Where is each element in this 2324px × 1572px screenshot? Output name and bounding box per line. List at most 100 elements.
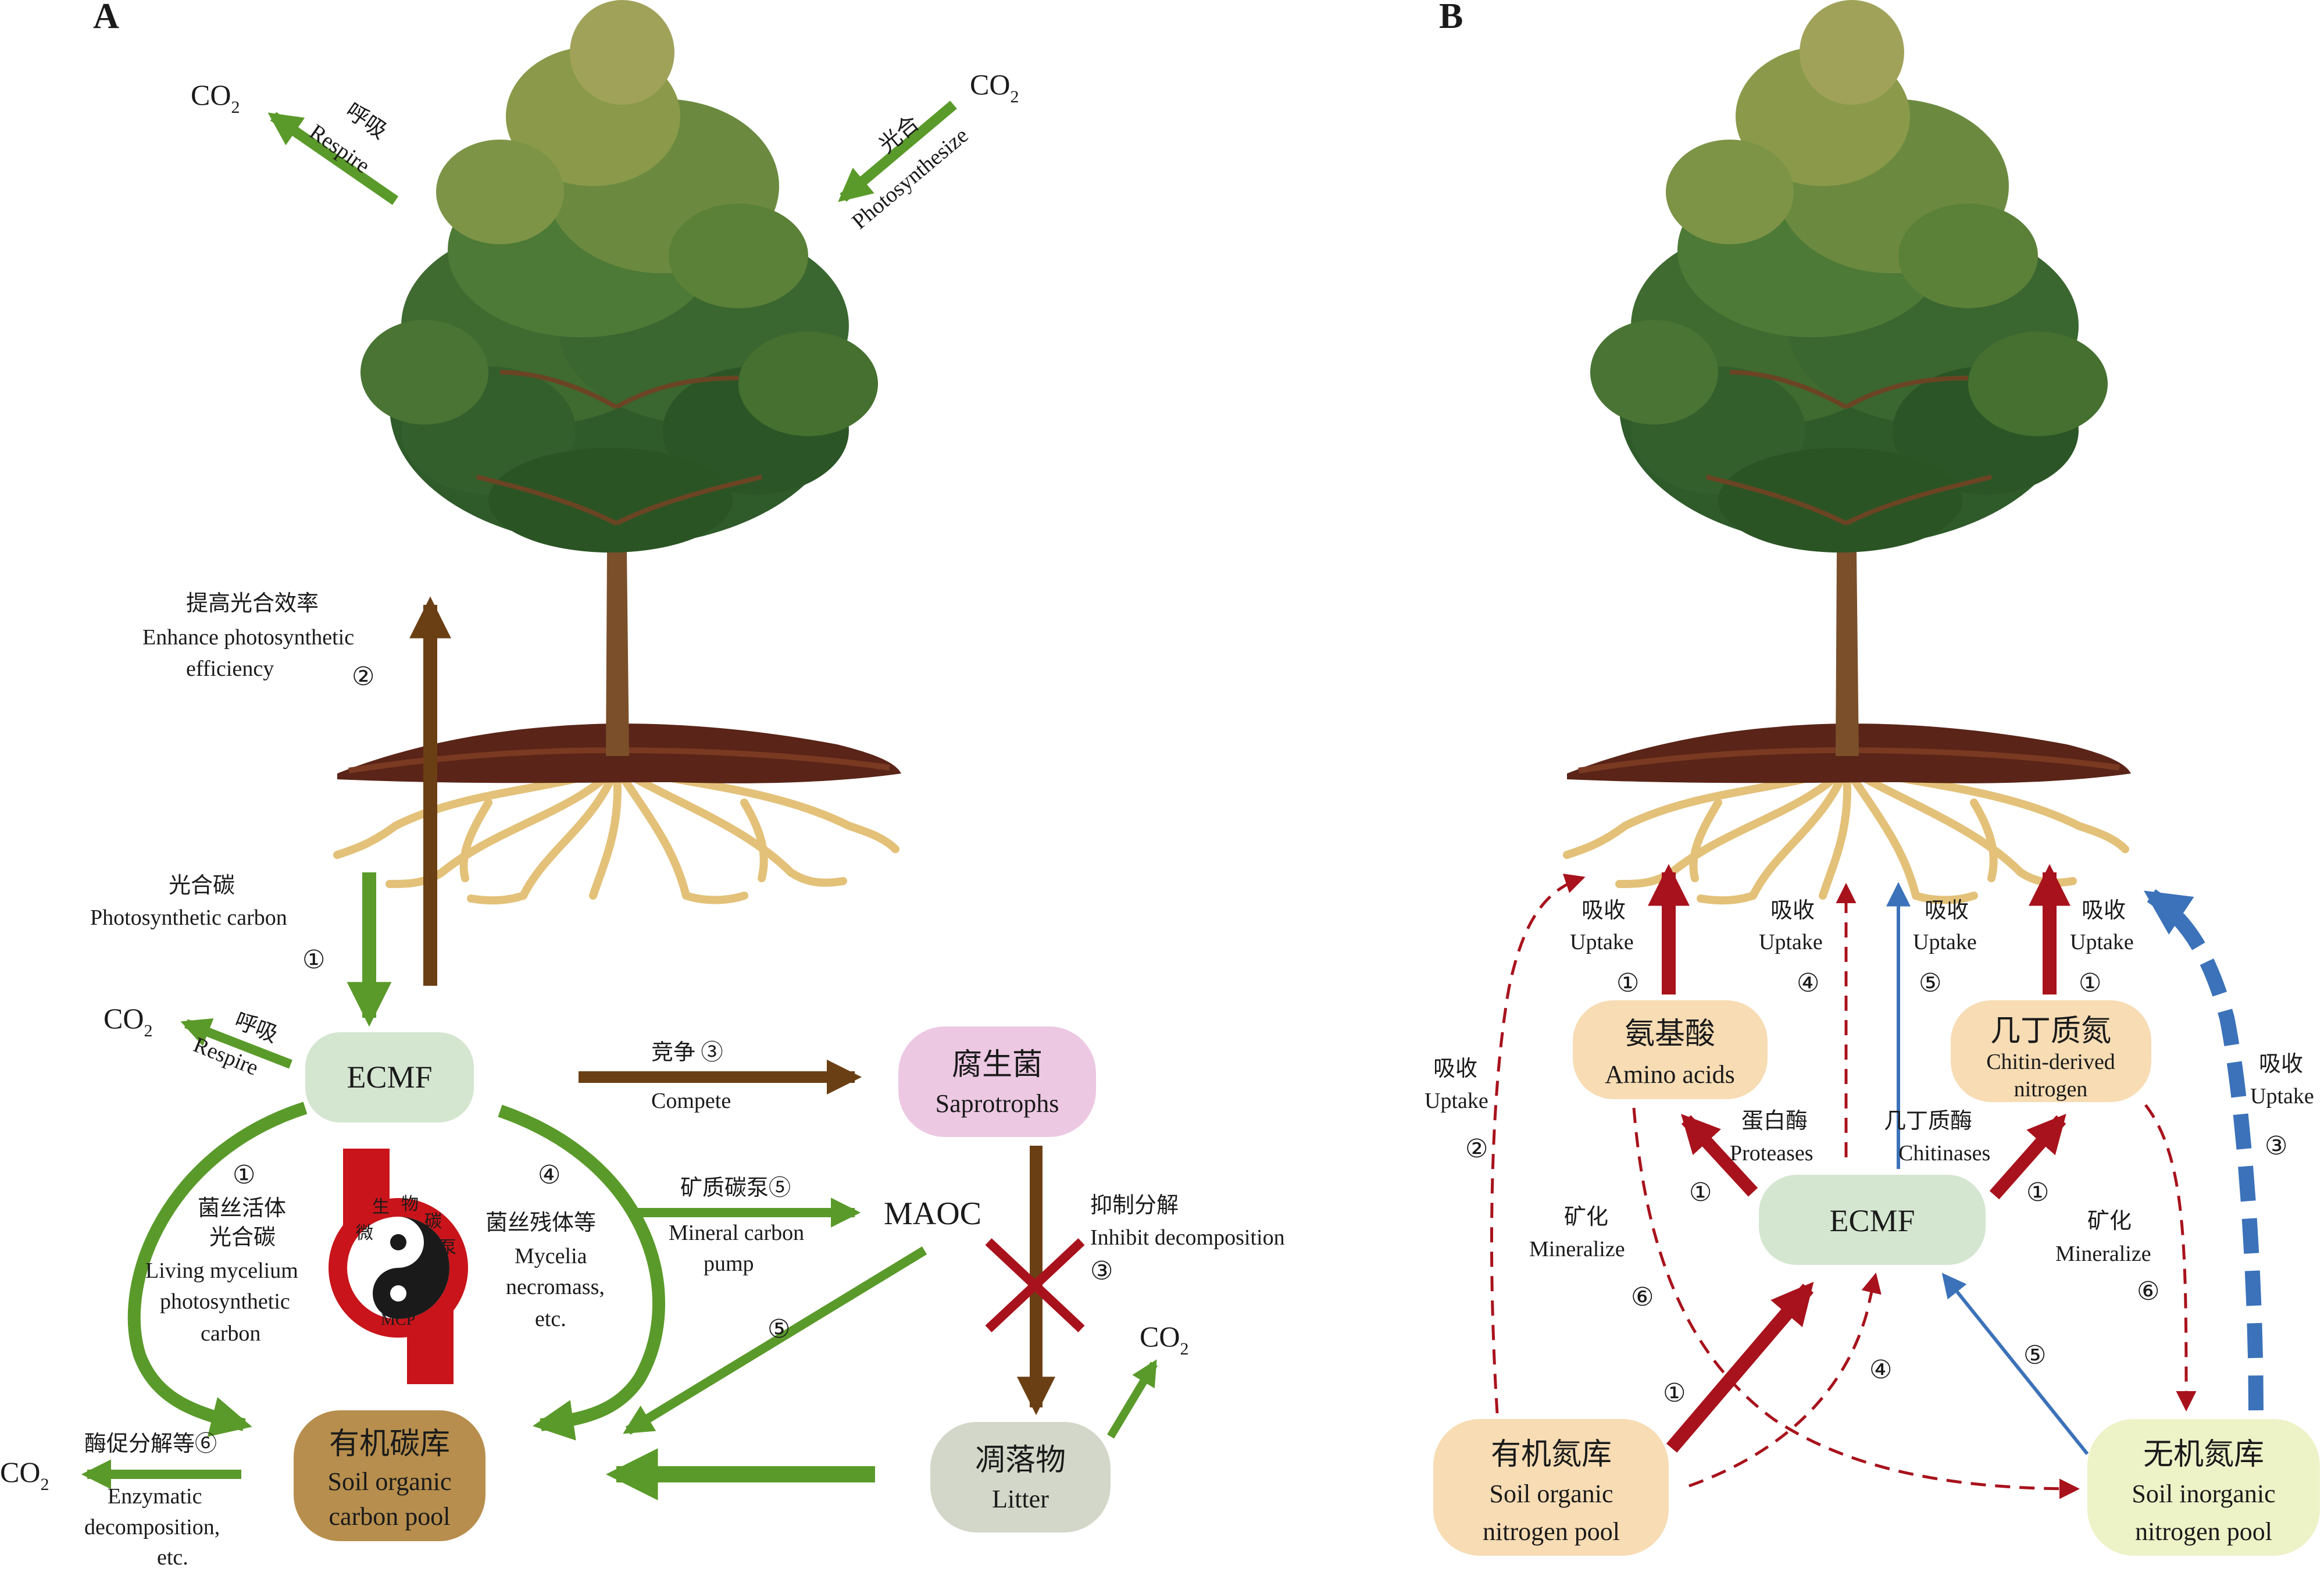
proteases-num: ① — [1689, 1178, 1712, 1207]
organic-n-en-2: nitrogen pool — [1483, 1517, 1620, 1546]
ecmf-label-a: ECMF — [347, 1060, 432, 1095]
co2-enzymatic: CO2 — [0, 1456, 49, 1494]
uptake-num-5: ⑤ — [1919, 969, 1941, 997]
carbon-pool-en-2: carbon pool — [329, 1502, 451, 1531]
chitin-box — [1951, 1000, 2151, 1102]
necromass-number: ④ — [538, 1161, 561, 1189]
living-number: ① — [233, 1161, 255, 1189]
inhibit-en: Inhibit decomposition — [1090, 1225, 1285, 1250]
inorganic-n-cn: 无机氮库 — [2143, 1438, 2264, 1471]
living-mycelium-arrow — [127, 1102, 308, 1437]
inorganic-to-ecmf-num: ⑤ — [2023, 1341, 2046, 1370]
uptake-num-1b: ① — [2079, 969, 2101, 997]
mineralize-cn-right: 矿化 — [2087, 1209, 2132, 1234]
svg-text:呼吸: 呼吸 — [341, 99, 391, 144]
saprotrophs-box — [898, 1026, 1096, 1137]
mcp-symbol: 微 生 物 碳 泵 MCP — [329, 1149, 468, 1384]
compete-cn: 竞争 ③ — [651, 1040, 723, 1065]
co2-litter: CO2 — [1140, 1320, 1188, 1359]
living-cn-1: 菌丝活体 — [198, 1196, 286, 1221]
mineralize-cn-left: 矿化 — [1564, 1205, 1608, 1229]
maoc-number: ⑤ — [767, 1315, 790, 1343]
mineralize-num-right: ⑥ — [2137, 1277, 2159, 1306]
compete-en: Compete — [651, 1089, 731, 1113]
organic-to-ecmf-arrow — [1666, 1282, 1814, 1453]
uptake-en-4: Uptake — [1759, 930, 1823, 954]
uptake-num-4: ④ — [1797, 969, 1819, 997]
mineralize-en-right: Mineralize — [2055, 1242, 2151, 1266]
mcp-char-5: 泵 — [439, 1238, 456, 1257]
saprotrophs-cn: 腐生菌 — [952, 1049, 1043, 1082]
tree-illustration-b — [1567, 0, 2131, 900]
mcp-char-2: 生 — [372, 1197, 390, 1217]
panel-b-label: B — [1439, 0, 1463, 36]
mineralize-chitin-dashed — [2144, 1104, 2197, 1411]
enhance-number: ② — [352, 662, 374, 691]
co2-photosynthesize: CO2 — [970, 68, 1019, 106]
inhibit-cross — [985, 1238, 1085, 1332]
inorganic-n-en-2: nitrogen pool — [2135, 1517, 2272, 1546]
carbon-pool-cn: 有机碳库 — [329, 1428, 450, 1461]
panel-b: B 氨基酸 Amino acids 几丁质氮 Chitin-derived ni… — [1425, 0, 2320, 1556]
respire-arrow-ecmf — [180, 1018, 292, 1069]
uptake-num-1: ① — [1616, 969, 1639, 997]
inhibit-number: ③ — [1090, 1257, 1113, 1285]
uptake-en-2: Uptake — [1425, 1089, 1488, 1113]
enhance-label-cn: 提高光合效率 — [186, 591, 319, 616]
organic-n-cn: 有机氮库 — [1491, 1438, 1612, 1471]
enzymatic-en-2: decomposition, — [84, 1515, 220, 1539]
ecmf-box-b — [1759, 1175, 1986, 1265]
uptake-inorganic-dashed — [2144, 889, 2264, 1411]
maoc-arrow — [623, 1246, 927, 1435]
living-en-3: carbon — [201, 1321, 260, 1346]
uptake-en-1b: Uptake — [2070, 930, 2134, 954]
necromass-en-1: Mycelia — [515, 1244, 587, 1268]
chitinases-cn: 几丁质酶 — [1884, 1109, 1972, 1133]
co2-respire-top: CO2 — [191, 79, 240, 117]
uptake-cn-2: 吸收 — [1433, 1057, 1477, 1081]
inorganic-n-en-1: Soil inorganic — [2132, 1480, 2275, 1508]
tree-illustration-a — [337, 0, 901, 900]
living-cn-2: 光合碳 — [209, 1225, 276, 1250]
photo-carbon-en: Photosynthetic carbon — [90, 906, 287, 930]
respire-label-top: 呼吸 Respire — [305, 99, 391, 179]
mineral-pump-en-1: Mineral carbon — [669, 1221, 804, 1245]
saprotrophs-en: Saprotrophs — [936, 1089, 1059, 1118]
chitinases-en: Chitinases — [1898, 1141, 1990, 1165]
mineralize-num-left: ⑥ — [1631, 1283, 1654, 1311]
respire-arrow-top — [267, 112, 399, 205]
litter-en: Litter — [992, 1485, 1049, 1513]
organic-to-ecmf-num: ① — [1663, 1379, 1686, 1407]
mineral-pump-cn: 矿质碳泵⑤ — [680, 1176, 791, 1200]
uptake-organic-dashed — [1490, 874, 1586, 1414]
uptake-en-1: Uptake — [1570, 930, 1634, 954]
proteases-en: Proteases — [1730, 1141, 1813, 1165]
amino-en: Amino acids — [1605, 1060, 1735, 1089]
litter-co2-arrow — [1106, 1359, 1158, 1439]
inorganic-n-pool-box — [2087, 1419, 2320, 1556]
ecmf-label-b: ECMF — [1829, 1203, 1915, 1238]
chitin-cn: 几丁质氮 — [1990, 1015, 2111, 1048]
enzymatic-en-3: etc. — [157, 1545, 188, 1570]
necromass-cn: 菌丝残体等 — [485, 1211, 596, 1235]
photo-carbon-number: ① — [302, 946, 325, 974]
enzymatic-en-1: Enzymatic — [108, 1484, 202, 1509]
necromass-en-2: necromass, — [506, 1275, 605, 1299]
amino-cn: 氨基酸 — [1625, 1018, 1715, 1051]
inorganic-to-ecmf-arrow — [1941, 1272, 2089, 1455]
living-en-1: Living mycelium — [145, 1259, 298, 1283]
living-en-2: photosynthetic — [160, 1289, 290, 1314]
enhance-label-en-2: efficiency — [186, 657, 274, 681]
organic-to-ecmf-dashed — [1688, 1272, 1882, 1488]
proteases-cn: 蛋白酶 — [1741, 1109, 1808, 1133]
mineralize-amino-dashed — [1632, 1107, 2080, 1499]
carbon-pool-box — [294, 1410, 485, 1541]
uptake-num-2: ② — [1465, 1135, 1488, 1163]
inhibit-cn: 抑制分解 — [1090, 1193, 1179, 1218]
litter-cn: 凋落物 — [975, 1444, 1066, 1477]
litter-box — [930, 1422, 1111, 1532]
uptake-en-3: Uptake — [2250, 1084, 2314, 1108]
enzymatic-cn: 酶促分解等⑥ — [84, 1432, 217, 1456]
mcp-char-1: 微 — [356, 1224, 373, 1243]
